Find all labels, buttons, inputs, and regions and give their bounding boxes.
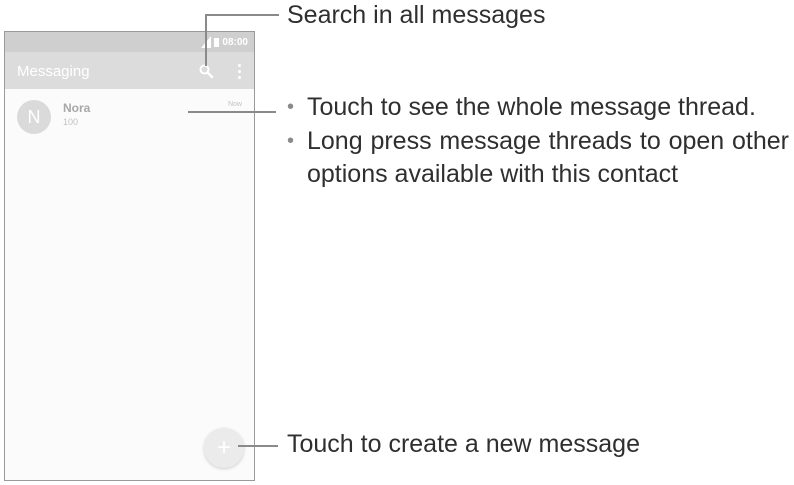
new-message-callout: Touch to create a new message — [287, 430, 640, 458]
bullet-icon: • — [287, 130, 295, 152]
battery-icon — [214, 37, 220, 47]
search-callout: Search in all messages — [287, 1, 546, 29]
thread-callout-text: Touch to see the whole message thread. — [307, 93, 756, 121]
plus-icon: + — [216, 434, 231, 461]
phone-screen: 08:00 Messaging N Nora 100 Now + — [4, 31, 255, 481]
contact-name: Nora — [63, 101, 91, 115]
thread-callout-item: • Long press message threads to open oth… — [283, 125, 789, 191]
new-message-button[interactable]: + — [204, 428, 244, 468]
search-leader-vertical — [205, 14, 207, 66]
avatar: N — [17, 100, 51, 134]
app-title: Messaging — [17, 63, 90, 80]
message-preview: 100 — [63, 117, 79, 127]
message-thread[interactable]: N Nora 100 Now — [5, 89, 254, 141]
avatar-initial: N — [27, 106, 41, 127]
thread-callout-text: Long press message threads to open other… — [307, 127, 789, 188]
search-icon[interactable] — [198, 63, 214, 79]
thread-callout-item: • Touch to see the whole message thread. — [283, 91, 789, 124]
thread-leader — [188, 111, 276, 113]
status-bar: 08:00 — [5, 32, 254, 52]
status-icons: 08:00 — [201, 35, 248, 49]
app-bar: Messaging — [5, 52, 254, 89]
status-time: 08:00 — [222, 36, 248, 48]
bullet-icon: • — [287, 96, 295, 118]
more-vert-icon[interactable] — [233, 61, 245, 81]
search-leader-horizontal — [205, 14, 279, 16]
message-time: Now — [227, 101, 242, 108]
new-message-leader — [238, 445, 278, 447]
thread-callout-list: • Touch to see the whole message thread.… — [283, 91, 789, 192]
